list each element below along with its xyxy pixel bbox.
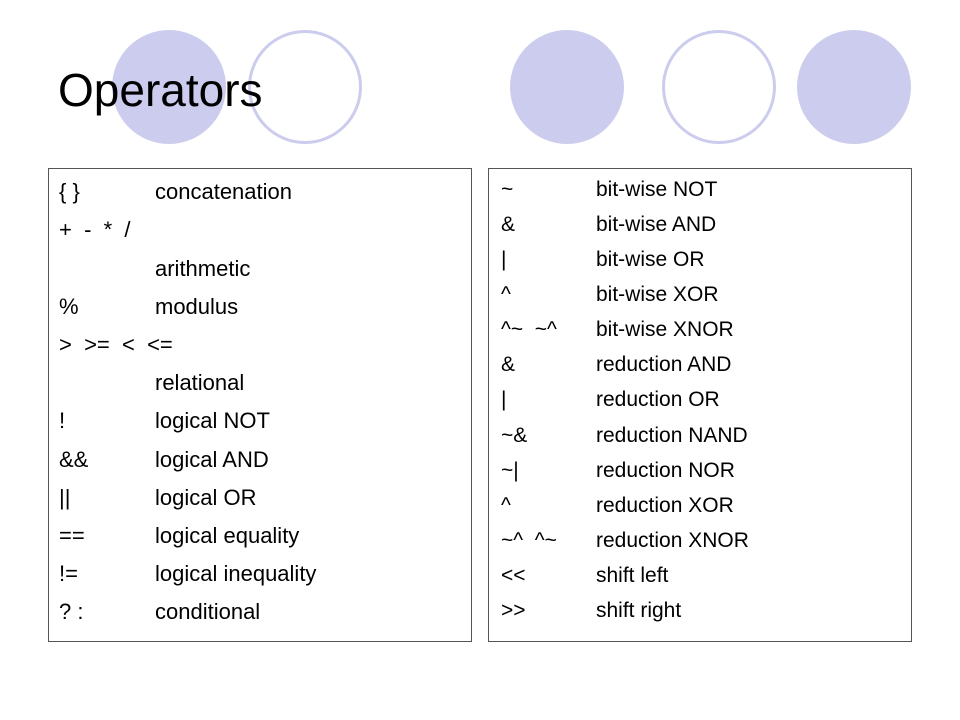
operator-description: relational: [155, 370, 245, 395]
right-operator-table: ~ bit-wise NOT & bit-wise AND | bit-wise OR…: [488, 168, 912, 642]
operator-description: logical OR: [155, 485, 257, 510]
operator-description: logical inequality: [155, 561, 317, 586]
operator-description: logical AND: [155, 447, 269, 472]
operator-description: bit-wise OR: [596, 248, 705, 271]
table-row: arithmetic: [49, 254, 471, 284]
table-row: | bit-wise OR: [489, 245, 911, 275]
operator-symbol: &: [501, 353, 516, 376]
operator-symbol: ^~ ~^: [501, 318, 557, 341]
operator-description: bit-wise XOR: [596, 283, 719, 306]
operator-description: reduction AND: [596, 353, 732, 376]
operator-symbol: ? :: [59, 599, 84, 624]
operator-description: reduction NOR: [596, 459, 735, 482]
decorative-circle-1: [112, 30, 226, 144]
table-row: % modulus: [49, 292, 471, 322]
table-row: << shift left: [489, 561, 911, 591]
operator-symbol: > >= < <=: [59, 332, 173, 357]
operator-symbol: ||: [59, 485, 71, 510]
operator-description: reduction OR: [596, 388, 720, 411]
operator-description: arithmetic: [155, 256, 251, 281]
table-row: ^~ ~^ bit-wise XNOR: [489, 315, 911, 345]
operator-description: bit-wise XNOR: [596, 318, 734, 341]
decorative-ring-2: [662, 30, 776, 144]
operator-description: shift right: [596, 599, 682, 622]
table-row: ! logical NOT: [49, 406, 471, 436]
operator-description: logical NOT: [155, 408, 270, 433]
operator-symbol: ==: [59, 523, 85, 548]
table-row: ~^ ^~ reduction XNOR: [489, 526, 911, 556]
table-row: & bit-wise AND: [489, 210, 911, 240]
operator-symbol: ~^ ^~: [501, 529, 557, 552]
operator-description: conditional: [155, 599, 261, 624]
operator-description: bit-wise NOT: [596, 178, 718, 201]
operator-symbol: ^: [501, 283, 511, 306]
operator-symbol: <<: [501, 564, 526, 587]
table-row: != logical inequality: [49, 559, 471, 589]
table-row: & reduction AND: [489, 350, 911, 380]
operator-symbol: !: [59, 408, 66, 433]
operator-symbol: &&: [59, 447, 89, 472]
left-operator-table: { } concatenation + - * / arithmetic % mod…: [48, 168, 472, 642]
table-row: == logical equality: [49, 521, 471, 551]
table-row: ? : conditional: [49, 597, 471, 627]
decorative-circle-2: [510, 30, 624, 144]
operator-description: reduction XNOR: [596, 529, 749, 552]
operator-symbol: ~|: [501, 459, 519, 482]
decorative-circle-3: [797, 30, 911, 144]
table-row: || logical OR: [49, 483, 471, 513]
table-row: + - * /: [49, 215, 471, 245]
operator-description: modulus: [155, 294, 239, 319]
operator-symbol: >>: [501, 599, 526, 622]
operator-symbol: + - * /: [59, 217, 131, 242]
slide-title: Operators: [58, 64, 263, 116]
operator-symbol: ^: [501, 494, 511, 517]
table-row: { } concatenation: [49, 177, 471, 207]
operator-symbol: { }: [59, 179, 80, 204]
operator-symbol: |: [501, 248, 507, 271]
table-row: ^ reduction XOR: [489, 491, 911, 521]
table-row: | reduction OR: [489, 385, 911, 415]
operator-symbol: %: [59, 294, 79, 319]
operator-description: reduction XOR: [596, 494, 734, 517]
operator-description: logical equality: [155, 523, 300, 548]
operator-symbol: |: [501, 388, 507, 411]
operator-description: reduction NAND: [596, 424, 748, 447]
table-row: ^ bit-wise XOR: [489, 280, 911, 310]
table-row: relational: [49, 368, 471, 398]
operator-symbol: &: [501, 213, 516, 236]
table-row: ~ bit-wise NOT: [489, 175, 911, 205]
operator-description: bit-wise AND: [596, 213, 717, 236]
operator-description: shift left: [596, 564, 669, 587]
table-row: ~| reduction NOR: [489, 456, 911, 486]
decorative-ring-1: [248, 30, 362, 144]
operator-symbol: ~&: [501, 424, 528, 447]
operator-symbol: ~: [501, 178, 514, 201]
operator-description: concatenation: [155, 179, 292, 204]
table-row: >> shift right: [489, 596, 911, 626]
operator-symbol: !=: [59, 561, 78, 586]
table-row: ~& reduction NAND: [489, 421, 911, 451]
table-row: && logical AND: [49, 445, 471, 475]
table-row: > >= < <=: [49, 330, 471, 360]
